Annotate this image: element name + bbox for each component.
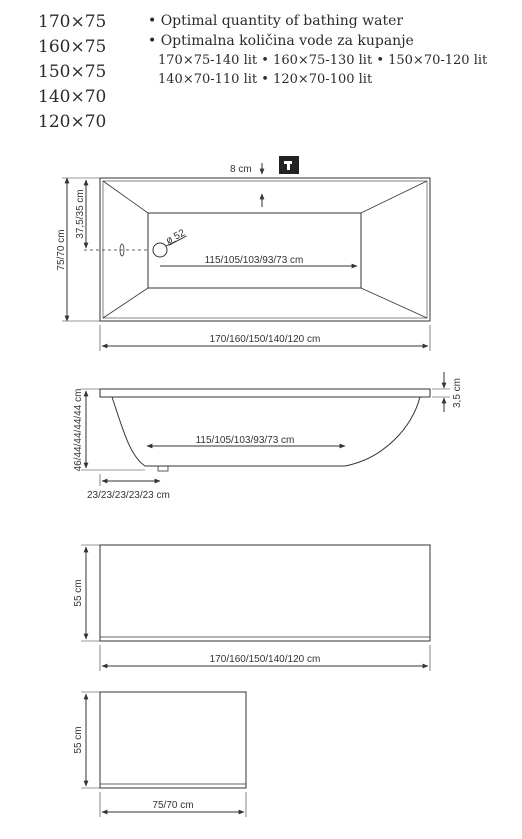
front-panel-height-label: 55 cm [73,579,84,606]
water-quantity-notes: • Optimal quantity of bathing water • Op… [148,11,487,89]
note-volumes-1: 170×75-140 lit • 160×75-130 lit • 150×70… [158,53,488,68]
tap-icon [279,156,299,174]
note-english: • Optimal quantity of bathing water [148,13,404,29]
size-item: 140×70 [38,87,107,107]
front-panel-length-label: 170/160/150/140/120 cm [210,654,321,665]
note-volumes-2: 140×70-110 lit • 120×70-100 lit [158,72,373,87]
drain-icon [152,242,168,258]
drain-offset-label: 23/23/23/23/23 cm [87,490,170,501]
top-height-label: 75/70 cm [56,229,67,270]
side-inner-length-label: 115/105/103/93/73 cm [196,435,295,446]
top-inner-length-label: 115/105/103/93/73 cm [205,255,304,266]
rim-thickness-label: 3,5 cm [452,378,463,408]
side-panel-outline [99,691,247,789]
tub-outline [99,177,431,322]
top-outer-length-label: 170/160/150/140/120 cm [210,334,321,345]
size-item: 160×75 [38,37,107,57]
note-croatian: • Optimalna količina vode za kupanje [148,33,414,49]
size-item: 170×75 [38,12,107,32]
size-item: 150×75 [38,62,107,82]
tub-body-profile [111,396,421,467]
front-panel-outline [99,544,431,642]
top-half-label: 37,5/35 cm [75,189,86,238]
drain-outlet [157,465,169,472]
front-panel [81,544,431,671]
tub-basin [147,212,362,289]
top-view [62,163,431,351]
side-panel-height-label: 55 cm [73,726,84,753]
tub-rim-profile [99,388,431,398]
tub-rim [102,180,428,319]
side-panel-width-label: 75/70 cm [152,800,193,811]
size-item: 120×70 [38,112,107,132]
tap-offset-label: 8 cm [230,164,252,175]
side-view [81,372,450,486]
side-panel [81,691,247,817]
drain-diameter-label: ø 52 [164,227,187,246]
size-list: 170×75 160×75 150×75 140×70 120×70 [38,10,106,135]
side-depth-label: 46/44/44/44/44 cm [73,389,84,472]
